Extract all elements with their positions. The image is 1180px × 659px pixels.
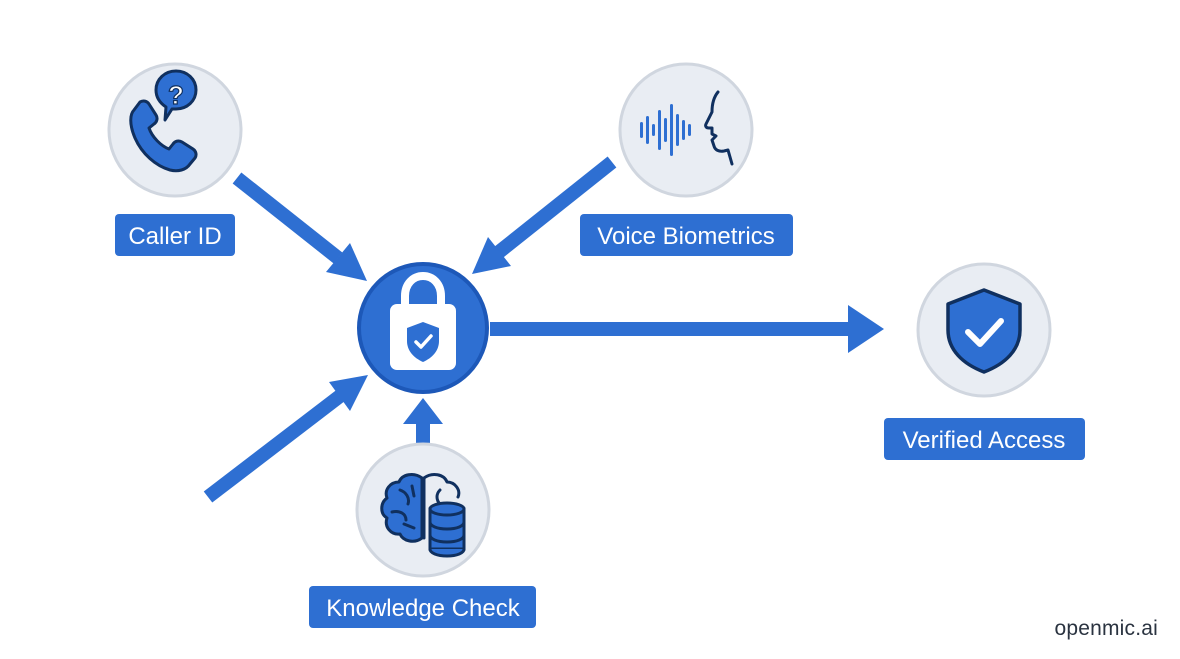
- label-caller-id: Caller ID: [115, 214, 235, 256]
- arrow-hub-to-verified: [490, 305, 884, 353]
- arrow-lower-left-to-hub: [203, 375, 368, 503]
- watermark-brand: openmic.ai: [1054, 617, 1158, 640]
- phone-question-icon: ?: [129, 69, 198, 173]
- database-icon: [428, 501, 466, 558]
- node-knowledge-check: [355, 442, 491, 578]
- brain-database-icon: [380, 473, 466, 558]
- arrow-knowledge-to-hub: [403, 398, 443, 443]
- node-voice-biometrics: [618, 62, 754, 198]
- voice-waveform-icon: [640, 90, 734, 166]
- svg-text:?: ?: [168, 80, 184, 110]
- label-verified-access: Verified Access: [884, 418, 1085, 460]
- lock-shield-icon: [390, 271, 456, 370]
- label-knowledge-check: Knowledge Check: [309, 586, 536, 628]
- voice-biometrics-label: Voice Biometrics: [597, 223, 774, 250]
- node-verification-hub: [357, 262, 489, 394]
- shield-check-icon: [946, 288, 1022, 374]
- arrow-caller-to-hub: [232, 172, 367, 281]
- knowledge-check-label: Knowledge Check: [326, 595, 520, 622]
- node-caller-id: ?: [107, 62, 243, 198]
- label-voice-biometrics: Voice Biometrics: [580, 214, 793, 256]
- node-verified-access: [916, 262, 1052, 398]
- verified-access-label: Verified Access: [903, 427, 1066, 454]
- arrow-voice-to-hub: [472, 156, 617, 274]
- caller-id-label: Caller ID: [128, 223, 221, 250]
